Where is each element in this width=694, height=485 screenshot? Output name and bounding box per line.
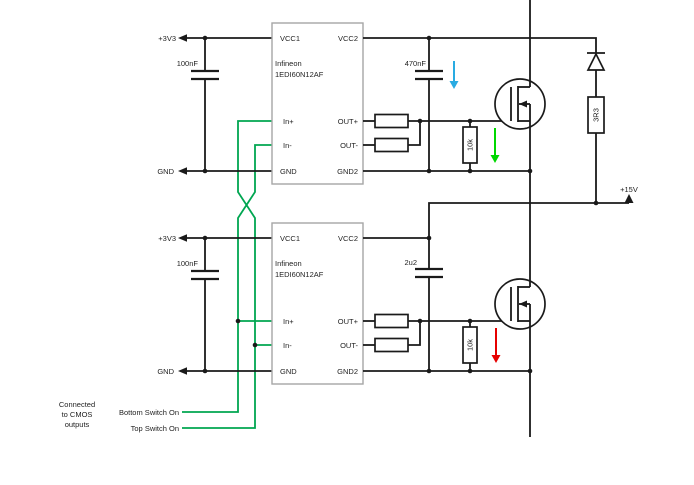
top-gnd-label: GND [157, 167, 174, 176]
bottom-3v3-label: +3V3 [158, 234, 176, 243]
pin-out-plus: OUT+ [338, 117, 359, 126]
ic-part: 1EDI60N12AF [275, 70, 324, 79]
top-switch-on-wire [182, 120, 272, 429]
pin-in-plus: In+ [283, 117, 294, 126]
bottom-gnd-arrow-icon [178, 367, 187, 375]
pulldown-top-value: 10k [466, 139, 475, 151]
gate-resistors-bottom [363, 313, 510, 353]
junction-dots [202, 35, 599, 374]
discharge-current-arrow-green [490, 128, 500, 163]
bottom-gnd-label: GND [157, 367, 174, 376]
bootstrap-resistor-value: 3R3 [592, 108, 601, 122]
mosfet-top [494, 0, 546, 171]
bottom-switch-on-wire [182, 144, 272, 413]
decoupling-cap-top: 100nF [177, 38, 219, 171]
pin-in-minus: In- [283, 141, 292, 150]
top-vcc2-rail [363, 37, 597, 53]
pin-in-plus: In+ [283, 317, 294, 326]
ic-mfr: Infineon [275, 259, 302, 268]
ic-mfr: Infineon [275, 59, 302, 68]
vcc2-cap-bottom-value: 2u2 [404, 258, 417, 267]
green-signal-wires [182, 120, 272, 429]
top-3v3-label: +3V3 [158, 34, 176, 43]
top-3v3-arrow-icon [178, 34, 187, 42]
p15v-label: +15V [620, 185, 638, 194]
decoupling-cap-top-value: 100nF [177, 59, 199, 68]
pin-out-minus: OUT- [340, 341, 358, 350]
vcc2-cap-bottom: 2u2 [404, 238, 443, 371]
pin-out-plus: OUT+ [338, 317, 359, 326]
pin-gnd: GND [280, 167, 297, 176]
pin-gnd: GND [280, 367, 297, 376]
bootstrap-resistor: 3R3 [587, 96, 605, 203]
gate-driver-ic-top: VCC1 VCC2 Infineon 1EDI60N12AF In+ OUT+ … [271, 22, 364, 185]
pulldown-bottom-value: 10k [466, 339, 475, 351]
pin-vcc2: VCC2 [338, 34, 358, 43]
bottom-driver-section: +3V3 GND 100nF VCC1 VCC2 Infineon 1EDI60… [157, 171, 546, 437]
top-gnd-arrow-icon [178, 167, 187, 175]
ic-part: 1EDI60N12AF [275, 270, 324, 279]
annotations: Connected to CMOS outputs Bottom Switch … [59, 400, 179, 433]
p15v-arrow-icon [624, 194, 634, 203]
cmos-note-line2: to CMOS [62, 410, 93, 419]
pin-in-minus: In- [283, 341, 292, 350]
bottom-switch-on-label: Bottom Switch On [119, 408, 179, 417]
pulldown-resistor-top: 10k [462, 121, 478, 171]
charge-current-arrow-blue [449, 61, 459, 89]
cmos-note-line3: outputs [65, 420, 90, 429]
decoupling-cap-bottom-value: 100nF [177, 259, 199, 268]
bootstrap-cap: 470nF [405, 38, 443, 171]
pin-out-minus: OUT- [340, 141, 358, 150]
pulldown-resistor-bottom: 10k [462, 321, 478, 371]
gate-driver-ic-bottom: VCC1 VCC2 Infineon 1EDI60N12AF In+ OUT+ … [271, 222, 364, 385]
top-switch-on-label: Top Switch On [131, 424, 179, 433]
mosfet-top-body-arrow-icon [519, 100, 527, 108]
mosfet-bottom-body-arrow-icon [519, 300, 527, 308]
bottom-3v3-arrow-icon [178, 234, 187, 242]
p15v-rail [428, 202, 629, 238]
bootstrap-diode [586, 52, 606, 97]
decoupling-cap-bottom: 100nF [177, 238, 219, 371]
pin-gnd2: GND2 [337, 167, 358, 176]
top-driver-section: +3V3 GND 100nF VCC1 VCC2 Infineon 1EDI60… [157, 0, 606, 203]
pin-vcc1: VCC1 [280, 34, 300, 43]
pin-gnd2: GND2 [337, 367, 358, 376]
discharge-current-arrow-red [491, 328, 501, 363]
pin-vcc2: VCC2 [338, 234, 358, 243]
p15v-rail-section: +15V [428, 185, 638, 238]
gate-resistors-top [363, 113, 510, 153]
pin-vcc1: VCC1 [280, 234, 300, 243]
bootstrap-cap-value: 470nF [405, 59, 427, 68]
cmos-note-line1: Connected [59, 400, 95, 409]
mosfet-bottom [494, 171, 546, 437]
